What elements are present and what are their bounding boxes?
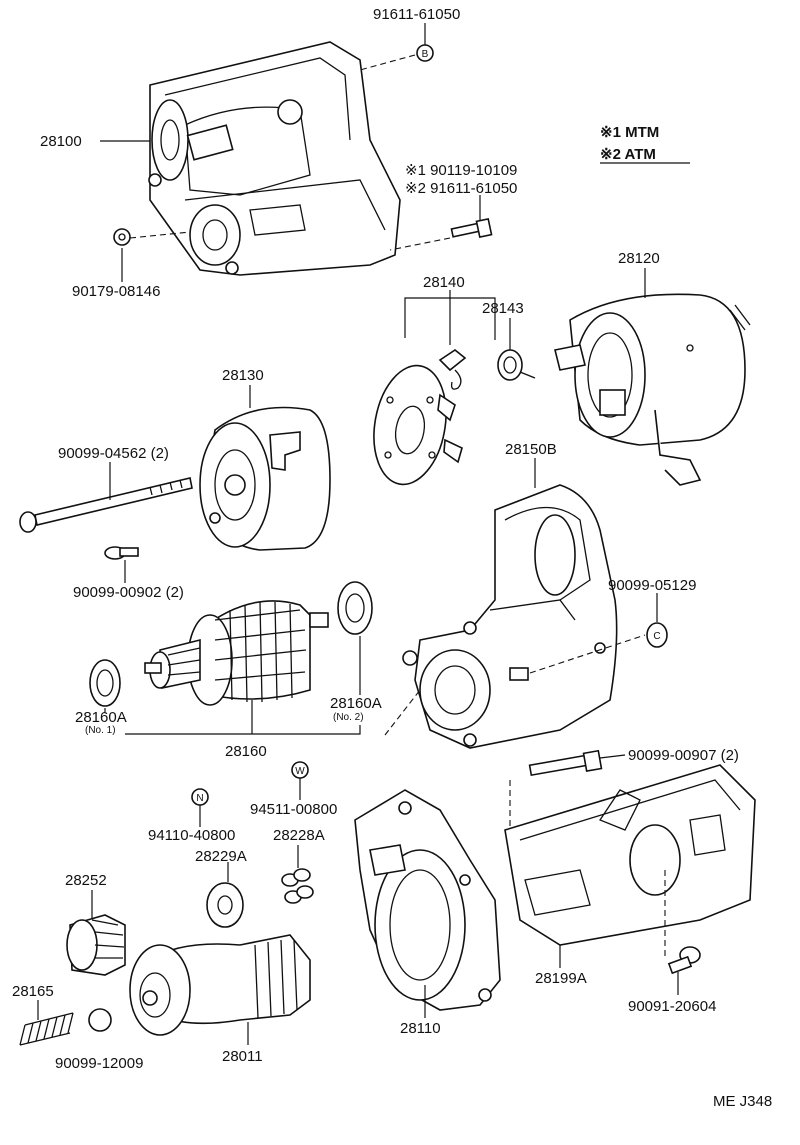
bearing-28160a-no1 [89,659,121,707]
label-note2-bolt: ※2 91611-61050 [405,180,517,197]
label-90099-00902: 90099-00902 (2) [73,584,184,601]
part-28165-spring [19,1012,74,1046]
screw-90099-00902 [104,546,139,560]
bracket-28160 [125,725,361,735]
label-28120: 28120 [618,250,660,267]
part-28110-drive-housing [354,789,501,1011]
label-28160a-no2: 28160A [330,695,382,712]
label-28143: 28143 [482,300,524,317]
bolt-90099-04562 [19,477,193,533]
part-28229a-retainer [206,882,244,928]
label-28199a: 28199A [535,970,587,987]
part-28150b-housing [402,484,618,749]
part-28130-yoke [199,406,331,551]
nut-90099-05129: C [646,622,668,648]
marker-w: W [291,761,309,779]
label-91611-top: 91611-61050 [373,6,460,23]
part-28252-gear [66,914,126,976]
label-94511: 94511-00800 [250,801,337,818]
part-28228a-balls [281,868,314,904]
label-90099-04562: 90099-04562 (2) [58,445,169,462]
label-90099-00907: 90099-00907 (2) [628,747,739,764]
legend-mtm: ※1 MTM [600,124,659,141]
dash-c-right [529,634,646,674]
label-90179: 90179-08146 [72,283,160,300]
label-28252: 28252 [65,872,107,889]
dash-28160 [384,689,421,736]
label-28100: 28100 [40,133,82,150]
bolt-90091-20604 [667,946,701,975]
part-28120-end-frame [554,293,751,486]
label-90091: 90091-20604 [628,998,716,1015]
marker-b: B [416,44,434,62]
marker-n: N [191,788,209,806]
marker-n-text: N [196,793,203,804]
dash-c-left [129,231,191,239]
bolt-90119 [450,217,493,239]
label-diagram-code: ME J348 [713,1093,772,1110]
nut-90179 [113,228,131,246]
label-28160a-no1: 28160A [75,709,127,726]
legend-atm: ※2 ATM [600,146,656,163]
marker-w-text: W [295,766,305,777]
part-28011-clutch [129,934,311,1036]
part-28199a-cover [504,764,756,946]
label-94110: 94110-40800 [148,827,235,844]
leader-90099-00907 [599,754,626,759]
label-28130: 28130 [222,367,264,384]
label-28228a: 28228A [273,827,325,844]
label-28110: 28110 [400,1020,441,1037]
marker-c-text: C [653,631,660,642]
ball-90099-12009 [88,1008,112,1032]
dash-bolt [389,237,451,251]
part-28143-spring [497,349,536,381]
label-28229a: 28229A [195,848,247,865]
marker-b-text: B [422,49,429,60]
part-28140-spring [438,349,467,390]
part-28140-brush-holder [373,364,463,486]
label-28011: 28011 [222,1048,263,1065]
label-28150b: 28150B [505,441,557,458]
label-28160a-no2-sub: (No. 2) [333,712,364,723]
label-note1-bolt: ※1 90119-10109 [405,162,517,179]
label-90099-12009: 90099-12009 [55,1055,143,1072]
part-28100-housing [148,41,401,276]
label-90099-05129: 90099-05129 [608,577,696,594]
label-28165: 28165 [12,983,54,1000]
bolt-90099-00907 [528,749,603,777]
bearing-28160a-no2 [337,581,373,635]
label-28160: 28160 [225,743,267,760]
dash-b [359,54,416,71]
label-28160a-no1-sub: (No. 1) [85,725,116,736]
part-28160-armature [144,600,329,706]
label-28140: 28140 [423,274,465,291]
